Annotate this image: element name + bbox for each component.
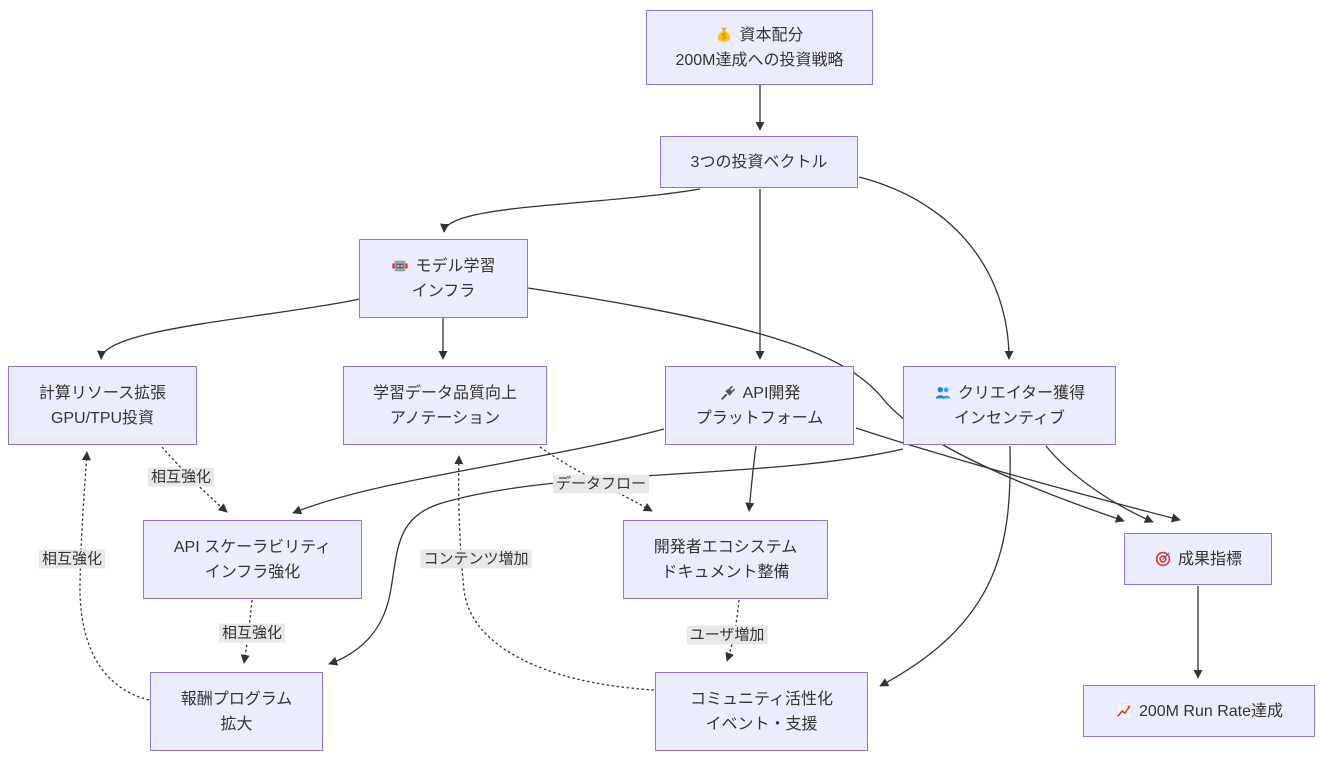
- edge-model-to-metrics: [527, 287, 1125, 523]
- node-title: 報酬プログラム: [180, 690, 293, 708]
- node-creator-acquisition: クリエイター獲得 インセンティブ: [903, 366, 1116, 445]
- node-subtitle: インセンティブ: [953, 409, 1066, 427]
- node-subtitle: GPU/TPU投資: [50, 409, 155, 427]
- node-subtitle: イベント・支援: [705, 715, 818, 733]
- edge-label-mutual-reinforcement-reward-compute: 相互強化: [38, 549, 106, 569]
- edge-api-to-scalability: [292, 428, 665, 515]
- node-subtitle: インフラ強化: [204, 563, 301, 581]
- node-title: 資本配分: [739, 26, 804, 44]
- edge-label-data-flow: データフロー: [552, 474, 650, 494]
- node-api-development: API開発 プラットフォーム: [665, 366, 854, 445]
- edge-label-mutual-reinforcement-scalability-reward: 相互強化: [218, 623, 286, 643]
- node-model-training: モデル学習 インフラ: [359, 239, 528, 318]
- node-subtitle: アノテーション: [389, 409, 501, 427]
- people-icon: [934, 384, 952, 402]
- edge-label-content-growth: コンテンツ増加: [420, 549, 532, 569]
- robot-icon: [391, 257, 409, 275]
- svg-text:$: $: [722, 32, 727, 41]
- node-api-scalability: API スケーラビリティ インフラ強化: [143, 520, 362, 599]
- node-reward-program: 報酬プログラム 拡大: [150, 672, 323, 751]
- edge-creator-to-reward: [328, 448, 904, 666]
- node-title: API スケーラビリティ: [173, 538, 332, 556]
- node-title: 学習データ品質向上: [372, 384, 517, 402]
- edge-community-to-data: [454, 455, 655, 691]
- node-capital-allocation: $ 資本配分 200M達成への投資戦略: [646, 10, 873, 85]
- node-developer-ecosystem: 開発者エコシステム ドキュメント整備: [623, 520, 828, 599]
- node-title: 成果指標: [1177, 550, 1242, 568]
- node-title: 200M Run Rate達成: [1138, 702, 1284, 720]
- node-title: クリエイター獲得: [957, 384, 1086, 402]
- node-subtitle: 拡大: [220, 715, 253, 733]
- edge-creator-to-metrics: [1045, 445, 1154, 523]
- node-title: 開発者エコシステム: [653, 538, 798, 556]
- edge-reward-to-compute: [79, 451, 150, 701]
- node-subtitle: インフラ: [411, 282, 476, 300]
- node-subtitle: プラットフォーム: [695, 409, 824, 427]
- edge-creator-to-community: [879, 445, 1011, 687]
- node-subtitle: 200M達成への投資戦略: [675, 51, 844, 69]
- edge-api-to-metrics: [855, 427, 1181, 523]
- node-title: モデル学習: [415, 257, 496, 275]
- edge-model-to-compute: [97, 298, 361, 360]
- edge-scalability-to-reward: [240, 599, 253, 664]
- node-compute-expansion: 計算リソース拡張 GPU/TPU投資: [8, 366, 197, 445]
- edge-label-mutual-reinforcement-compute-scalability: 相互強化: [147, 467, 215, 487]
- money-bag-icon: $: [715, 26, 733, 44]
- node-title: 計算リソース拡張: [38, 384, 167, 402]
- edge-api-to-ecosystem: [745, 445, 757, 512]
- chart-increasing-icon: [1115, 702, 1133, 720]
- edge-ecosystem-to-community: [725, 599, 740, 662]
- node-outcome-metrics: 成果指標: [1124, 533, 1272, 585]
- node-title: 3つの投資ベクトル: [690, 153, 828, 171]
- edge-vectors-to-model: [440, 188, 701, 233]
- edge-label-user-growth: ユーザ増加: [686, 625, 768, 645]
- node-title: コミュニティ活性化: [689, 690, 834, 708]
- node-investment-vectors: 3つの投資ベクトル: [660, 136, 858, 188]
- target-icon: [1154, 550, 1172, 568]
- node-title: API開発: [742, 384, 801, 402]
- node-subtitle: ドキュメント整備: [661, 563, 790, 581]
- plug-icon: [719, 384, 737, 402]
- edge-vectors-to-creator: [858, 176, 1014, 360]
- node-run-rate-achievement: 200M Run Rate達成: [1083, 685, 1315, 737]
- node-training-data-quality: 学習データ品質向上 アノテーション: [343, 366, 547, 445]
- node-community-activation: コミュニティ活性化 イベント・支援: [655, 672, 868, 751]
